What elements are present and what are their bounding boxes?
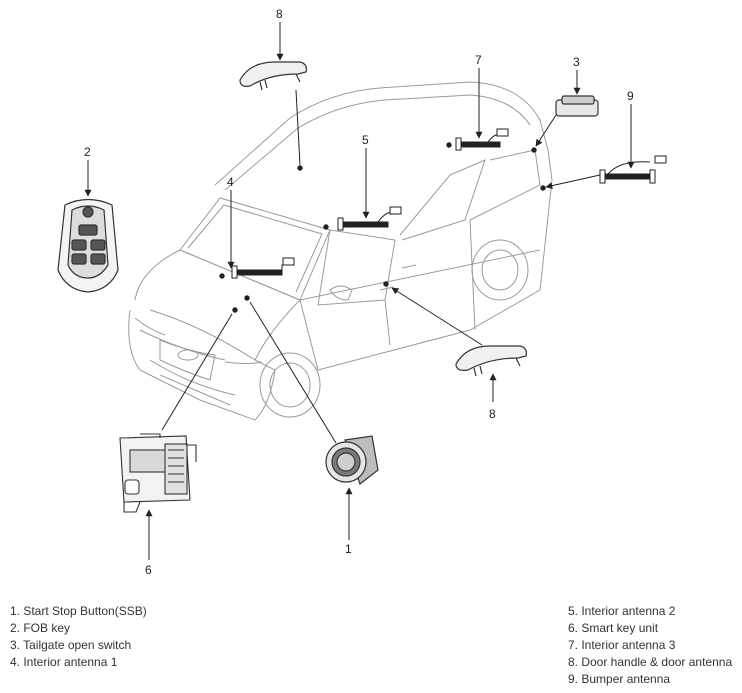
callout-3: 3 [573,55,580,69]
legend-right: 5. Interior antenna 2 6. Smart key unit … [568,603,732,688]
callout-5: 5 [362,133,369,147]
leader-lines [84,22,635,560]
legend-item-9: 9. Bumper antenna [568,672,671,686]
callout-1: 1 [345,542,352,556]
smart-key-unit-illustration [119,433,197,513]
callout-8-bottom: 8 [489,407,496,421]
interior-antenna-1-illustration [231,257,295,279]
legend-item-3: 3. Tailgate open switch [10,638,132,652]
callout-2: 2 [84,145,91,159]
legend-item-2: 2. FOB key [10,621,71,635]
interior-antenna-3-illustration [455,128,509,151]
legend-item-8: 8. Door handle & door antenna [568,655,733,669]
legend-item-6: 6. Smart key unit [568,621,659,635]
fob-key-illustration [57,198,119,293]
callout-7: 7 [475,53,482,67]
legend-item-4: 4. Interior antenna 1 [10,655,118,669]
door-handle-bottom-illustration [455,345,527,377]
interior-antenna-2-illustration [337,206,402,231]
bumper-antenna-illustration [599,155,667,184]
legend-item-1: 1. Start Stop Button(SSB) [10,604,147,618]
callout-8-top: 8 [276,7,283,21]
legend-item-5: 5. Interior antenna 2 [568,604,676,618]
component-location-diagram: 8 2 4 5 7 3 9 8 1 6 [57,7,667,577]
callout-4: 4 [227,175,234,189]
callout-6: 6 [145,563,152,577]
start-stop-button-illustration [325,435,379,485]
callout-9: 9 [627,89,634,103]
tailgate-switch-illustration [555,95,599,117]
legend-left: 1. Start Stop Button(SSB) 2. FOB key 3. … [10,603,147,671]
vehicle-outline [128,81,553,421]
door-handle-top-illustration [239,61,307,91]
legend-item-7: 7. Interior antenna 3 [568,638,676,652]
